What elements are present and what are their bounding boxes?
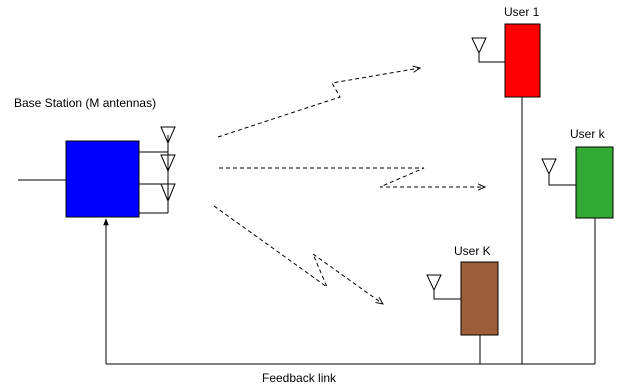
antenna-icon [160,154,176,173]
user-1-box [504,23,541,98]
feedback-link-label: Feedback link [262,371,337,385]
user-k-lower-label: User k [570,127,606,141]
user-1-antenna [471,37,505,63]
signal-arrow-to-user-K [213,205,383,304]
base-station-antenna-array [139,126,176,214]
feedback-link [103,97,596,365]
user-k-lower-antenna [541,158,576,186]
base-station-label: Base Station (M antennas) [14,96,156,110]
antenna-icon [426,274,442,292]
signal-arrow-to-user-1 [217,68,420,138]
user-K-upper-box [460,261,499,336]
user-K-upper-label: User K [454,244,491,258]
signal-arrows [213,68,485,304]
base-station-box [65,140,140,218]
antenna-icon [541,158,557,176]
antenna-icon [471,37,487,55]
antenna-icon [160,126,176,150]
antenna-icon [160,183,176,203]
user-1-label: User 1 [504,5,540,19]
signal-arrow-to-user-k [219,167,485,187]
user-k-lower-box [575,146,614,219]
user-K-upper-antenna [426,274,461,300]
